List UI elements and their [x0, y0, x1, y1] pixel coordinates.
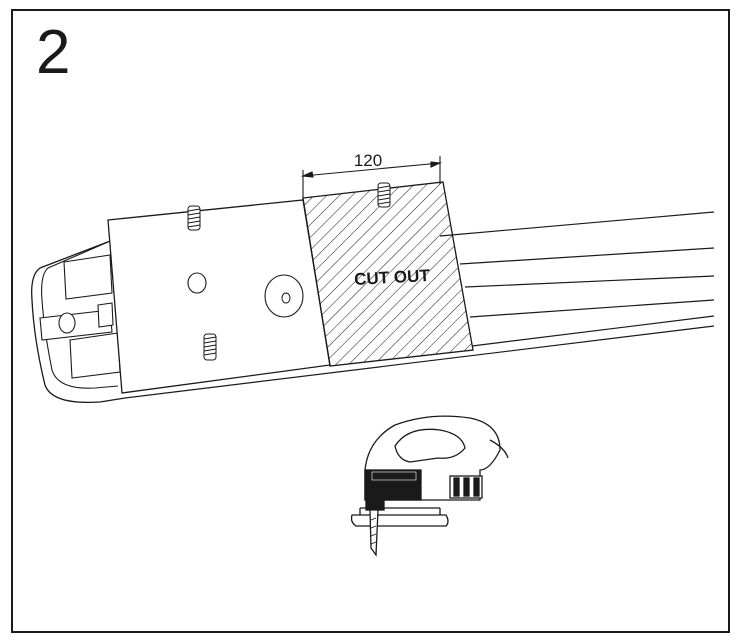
- jigsaw-icon: [350, 415, 509, 557]
- clamp-blocks: [39, 254, 121, 379]
- mounting-hole-icon: [187, 272, 207, 294]
- rail-hole: [58, 312, 76, 334]
- dimension-line: [300, 156, 443, 200]
- threaded-stud-icon: [203, 333, 217, 361]
- cutout-area: [302, 181, 474, 367]
- dimension-label: 120: [353, 151, 383, 170]
- rail-lines: [439, 211, 715, 347]
- threaded-stud-icon: [187, 205, 201, 231]
- step-number: 2: [36, 18, 71, 87]
- threaded-stud-icon: [377, 182, 391, 208]
